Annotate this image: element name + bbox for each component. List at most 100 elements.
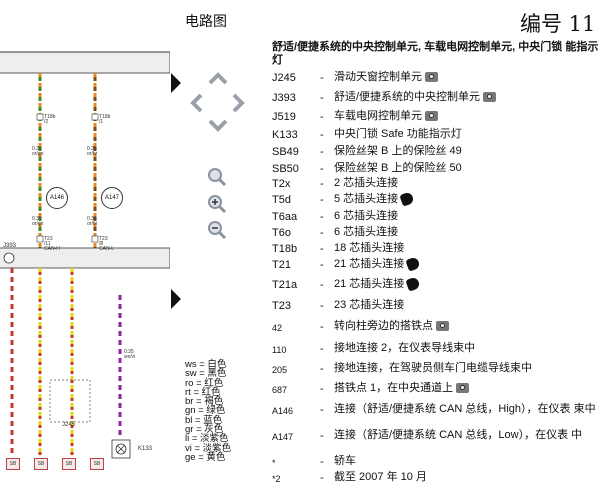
legend-code: A147 [272,432,294,442]
legend-description-text: 中央门锁 Safe 功能指示灯 [334,128,462,140]
next-section-arrow-icon[interactable] [170,288,182,315]
j245-label[interactable]: J245 [62,422,76,428]
magnifier-icon[interactable] [207,167,227,192]
legend-code: 205 [272,365,288,375]
wire-b1-label: 0.35 or/gn [32,216,44,227]
legend-code: SB50 [272,163,299,175]
legend-description-text: 转向柱旁边的搭铁点 [334,320,433,332]
legend-description-text: 滑动天窗控制单元 [334,71,422,83]
chevron-down-icon[interactable] [207,118,229,139]
legend-code: T18b [272,243,298,255]
legend-dash: - [320,211,324,223]
chevron-right-icon[interactable] [231,92,247,119]
legend-description-text: 21 芯插头连接 [334,278,405,290]
legend-code: * [272,458,276,468]
legend-code: T6aa [272,211,298,223]
legend-description: 5 芯插头连接 [334,191,604,207]
legend-description-text: 连接（舒适/便捷系统 CAN 总线，High），在仪表 束中 [334,403,596,415]
legend-description-text: 保险丝架 B 上的保险丝 49 [334,145,462,157]
chevron-left-icon[interactable] [188,92,204,119]
next-page-arrow-icon[interactable] [170,72,182,99]
k133-label[interactable]: K133 [138,446,153,452]
legend-code: T23 [272,300,291,312]
fuse-4: SB [90,458,104,470]
legend-code: K133 [272,129,298,141]
legend-description-text: 接地连接，在驾驶员侧车门电缆导线束中 [334,362,532,374]
wire-a2-label: 0.35 or/br [87,146,98,157]
legend-description: 6 芯插头连接 [334,226,604,238]
camera-icon[interactable] [436,321,449,332]
fuse-1: SB [6,458,20,470]
legend-dash: - [320,430,324,442]
legend-description: 连接（舒适/便捷系统 CAN 总线，High），在仪表 束中 [334,403,604,415]
legend-description-text: 舒适/便捷系统的中央控制单元 [334,91,481,103]
legend-header: 舒适/便捷系统的中央控制单元, 车载电网控制单元, 中央门锁 能指示灯 [272,41,599,66]
wiring-diagram: T18b /2 T18b /1 0.35 or/gn 0.35 or/br A1… [0,40,170,486]
legend-code: 687 [272,385,288,395]
page-title: 电路图 [185,14,227,30]
legend-dash: - [320,227,324,239]
wire-color-item: ro = 红色 [185,377,224,389]
legend-dash: - [320,178,324,190]
wire-color-item: vi = 淡紫色 [185,442,232,454]
wire-color-item: sw = 黑色 [185,368,227,380]
legend-description: 中央门锁 Safe 功能指示灯 [334,128,604,140]
legend-description-text: 连接（舒适/便捷系统 CAN 总线，Low），在仪表 中 [334,429,583,441]
legend-description: 18 芯插头连接 [334,242,604,254]
legend-dash: - [320,163,324,175]
legend-description: 舒适/便捷系统的中央控制单元 [334,91,604,103]
legend-dash: - [320,72,324,84]
legend-description: 保险丝架 B 上的保险丝 49 [334,145,604,157]
zoom-out-icon[interactable] [207,220,227,245]
legend-description: 接地连接 2，在仪表导线束中 [334,342,604,354]
legend-description-text: 保险丝架 B 上的保险丝 50 [334,162,462,174]
zoom-in-icon[interactable] [207,194,227,219]
legend-description: 搭铁点 1，在中央通道上 [334,382,604,394]
legend-code: J393 [272,92,296,104]
plug-icon[interactable] [399,191,415,207]
plug-icon[interactable] [405,276,421,292]
legend-code: T21 [272,259,291,271]
wire-a1-label: 0.35 or/gn [32,146,44,157]
legend-dash: - [320,404,324,416]
legend-dash: - [320,111,324,123]
legend-description-text: 车载电网控制单元 [334,110,422,122]
legend-description-text: 轿车 [334,455,356,467]
legend-dash: - [320,343,324,355]
document-number: 编号 11 [520,12,596,36]
camera-icon[interactable] [456,383,470,394]
legend-description-text: 6 芯插头连接 [334,210,399,222]
legend-description-text: 截至 2007 年 10 月 [334,471,427,483]
plug-icon[interactable] [405,256,421,272]
connector-t18b-1-label: T18b /1 [99,114,111,125]
legend-code: 110 [272,345,287,355]
legend-dash: - [320,383,324,395]
legend-code: T21a [272,279,298,291]
legend-description-text: 21 芯插头连接 [334,258,405,270]
legend-dash: - [320,321,324,333]
camera-icon[interactable] [425,111,438,122]
wire-color-item: gr = 灰色 [185,424,224,436]
node-a146[interactable]: A146 [46,187,68,209]
legend-code: A146 [272,406,294,416]
connector-t18b-2-label: T18b /2 [44,114,56,125]
camera-icon[interactable] [483,92,497,103]
chevron-up-icon[interactable] [207,70,229,91]
legend-description-text: 18 芯插头连接 [334,242,405,254]
legend-description: 转向柱旁边的搭铁点 [334,320,604,332]
legend-description: 23 芯插头连接 [334,299,604,311]
legend-code: *2 [272,474,281,484]
legend-code: SB49 [272,146,299,158]
legend-dash: - [320,129,324,141]
legend-description: 滑动天窗控制单元 [334,71,604,83]
node-a147[interactable]: A147 [101,187,123,209]
legend-dash: - [320,279,324,291]
legend-description: 保险丝架 B 上的保险丝 50 [334,162,604,174]
legend-description: 车载电网控制单元 [334,110,604,122]
camera-icon[interactable] [425,72,438,83]
j393-label[interactable]: J393 [3,243,17,249]
legend-dash: - [320,243,324,255]
legend-description-text: 23 芯插头连接 [334,299,405,311]
connector-t23-8-label: T23 /8 CAN-L [99,236,115,252]
